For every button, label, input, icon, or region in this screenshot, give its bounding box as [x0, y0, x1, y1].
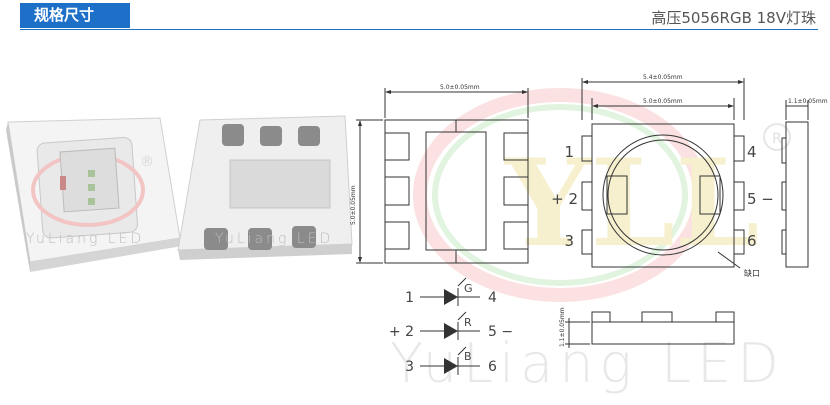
- side-view: [781, 100, 809, 268]
- schem-left-2: + 2: [389, 324, 414, 340]
- header-rule: [20, 29, 818, 30]
- svg-text:R: R: [772, 131, 782, 147]
- schem-left-1: 1: [405, 290, 414, 306]
- schem-color-r: R: [464, 316, 472, 329]
- front-pin-6: 6: [747, 232, 757, 250]
- diode-red-icon: [444, 323, 458, 339]
- schem-right-5: 5 −: [488, 324, 513, 340]
- led-photo-bottom: [177, 115, 353, 260]
- section-label: 规格尺寸: [20, 3, 130, 28]
- notch-mark-label: 缺口: [744, 268, 760, 278]
- bottom-view: [565, 311, 735, 348]
- top-height-dim: 5.0±0.05mm: [350, 185, 357, 225]
- watermark-brand: YuLiang LED: [390, 332, 785, 395]
- watermark-logo-text: YLL: [503, 133, 759, 274]
- front-pin-1: 1: [564, 143, 574, 161]
- svg-text:®: ®: [140, 154, 154, 170]
- front-pin-5: 5 −: [747, 190, 774, 208]
- diode-blue-icon: [444, 358, 458, 374]
- front-pin-4: 4: [747, 143, 757, 161]
- top-width-dim: 5.0±0.05mm: [440, 84, 480, 91]
- photo-watermark-left: YuLiang LED: [26, 231, 145, 247]
- front-inner-dim: 5.0±0.05mm: [643, 98, 683, 105]
- bottom-height-dim: 1.1±0.05mm: [559, 307, 566, 347]
- schem-right-4: 4: [488, 290, 497, 306]
- schem-right-6: 6: [488, 359, 497, 375]
- front-view: [581, 78, 745, 269]
- schem-color-g: G: [464, 282, 473, 295]
- top-view: [356, 88, 529, 264]
- side-thickness-dim: 1.1±0.05mm: [788, 98, 828, 105]
- photo-watermark-right: YuLiang LED: [215, 231, 334, 247]
- schem-color-b: B: [464, 350, 472, 363]
- product-title: 高压5056RGB 18V灯珠: [651, 9, 816, 27]
- diode-green-icon: [444, 289, 458, 305]
- page-header: 规格尺寸 高压5056RGB 18V灯珠: [0, 0, 830, 32]
- led-photo-top: ®: [6, 117, 182, 272]
- front-outer-dim: 5.4±0.05mm: [643, 74, 683, 81]
- front-pin-3: 3: [564, 232, 574, 250]
- front-pin-2: + 2: [551, 190, 578, 208]
- schem-left-3: 3: [405, 359, 414, 375]
